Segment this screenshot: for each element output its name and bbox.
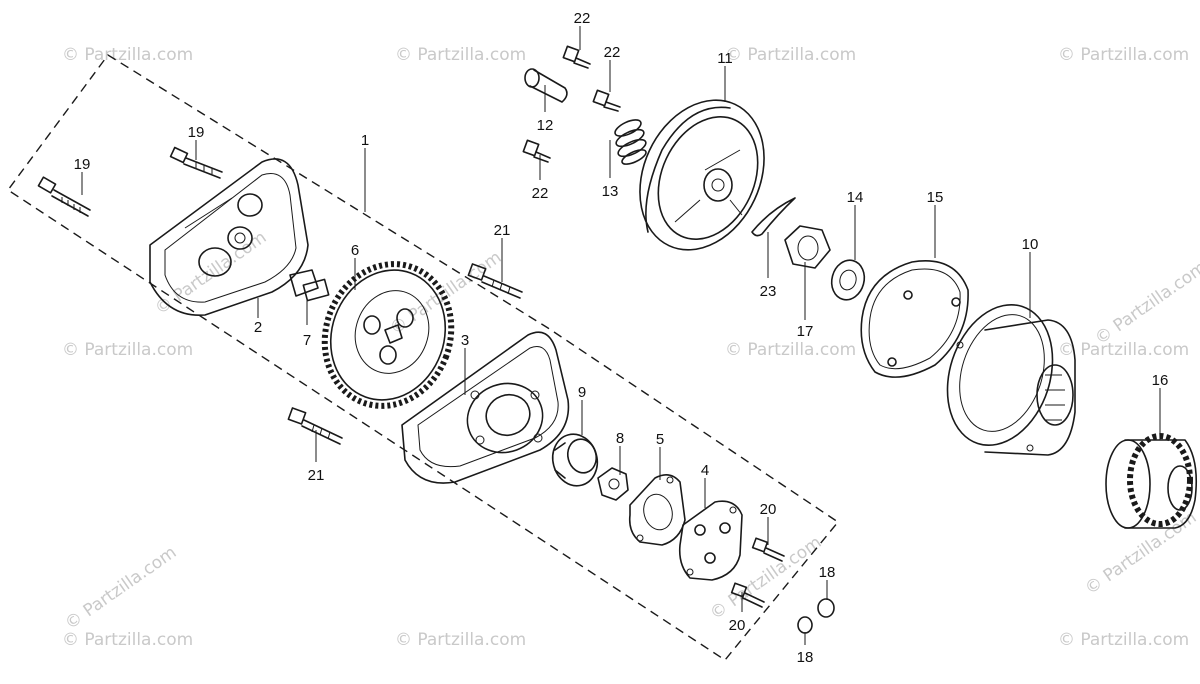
leader-lines: [81, 26, 1161, 645]
watermark-text: © Partzilla.com: [1091, 257, 1200, 349]
watermark-text: © Partzilla.com: [62, 45, 193, 65]
callout-1: 1: [361, 132, 369, 149]
callout-2: 2: [254, 319, 262, 336]
callout-18-upper: 18: [819, 564, 836, 581]
callout-7: 7: [303, 332, 311, 349]
part-bolt-19-upper: [169, 146, 223, 179]
part-screw-20-upper: [751, 537, 785, 562]
callout-20-upper: 20: [760, 501, 777, 518]
watermark-text: © Partzilla.com: [62, 340, 193, 360]
part-oring-18-lower: [797, 616, 813, 634]
part-drive-hub-10: [946, 304, 1076, 456]
callout-3: 3: [461, 332, 469, 349]
callout-22-lower: 22: [532, 185, 549, 202]
watermark-text: © Partzilla.com: [1058, 45, 1189, 65]
callout-5: 5: [656, 431, 664, 448]
part-bolt-19-left: [37, 176, 91, 217]
callout-17: 17: [797, 323, 814, 340]
part-pump-body: [401, 331, 570, 484]
part-bolt-21-lower: [287, 407, 343, 445]
callout-labels: 1 2 3 4 5 6 7 8 9 10 11 12 13 14 15 16 1…: [74, 10, 1169, 666]
callout-10: 10: [1022, 236, 1039, 253]
callout-12: 12: [537, 117, 554, 134]
part-bolt-21-upper: [467, 263, 523, 299]
part-inner-rotor: [597, 467, 629, 501]
watermark-layer: © Partzilla.com © Partzilla.com © Partzi…: [61, 45, 1200, 650]
callout-18-lower: 18: [797, 649, 814, 666]
callout-13: 13: [602, 183, 619, 200]
watermark-text: © Partzilla.com: [1058, 630, 1189, 650]
part-bolt-22-mid: [592, 89, 621, 112]
watermark-text: © Partzilla.com: [395, 630, 526, 650]
callout-22-top: 22: [574, 10, 591, 27]
callout-8: 8: [616, 430, 624, 447]
part-gasket-15: [860, 260, 969, 378]
callout-11: 11: [717, 50, 733, 67]
callout-15: 15: [927, 189, 944, 206]
part-drive-gear: [321, 261, 455, 409]
part-spring-13: [614, 119, 647, 165]
part-clutch-outer: [639, 99, 765, 251]
part-collar-7: [289, 269, 330, 302]
watermark-text: © Partzilla.com: [1058, 340, 1189, 360]
part-pin-12: [524, 68, 568, 103]
callout-20-lower: 20: [729, 617, 746, 634]
callout-19-left: 19: [74, 156, 91, 173]
callout-23: 23: [760, 283, 777, 300]
watermark-text: © Partzilla.com: [61, 542, 180, 634]
part-oring-18-upper: [817, 598, 835, 618]
watermark-text: © Partzilla.com: [725, 340, 856, 360]
part-outer-rotor: [551, 433, 599, 487]
callout-9: 9: [578, 384, 586, 401]
callout-21-lower: 21: [308, 467, 325, 484]
part-bolt-22-top: [562, 45, 591, 69]
callout-14: 14: [847, 189, 864, 206]
callout-6: 6: [351, 242, 359, 259]
part-screw-20-lower: [730, 582, 765, 608]
part-bolt-22-lower: [522, 139, 551, 163]
part-nut-17: [784, 225, 831, 269]
watermark-text: © Partzilla.com: [62, 630, 193, 650]
watermark-text: © Partzilla.com: [395, 45, 526, 65]
part-clip-23: [751, 197, 796, 237]
callout-21-upper: 21: [494, 222, 511, 239]
callout-19-upper: 19: [188, 124, 205, 141]
part-cover-plate-4: [678, 500, 743, 581]
callout-16: 16: [1152, 372, 1169, 389]
callout-4: 4: [701, 462, 709, 479]
watermark-text: © Partzilla.com: [725, 45, 856, 65]
callout-22-mid: 22: [604, 44, 621, 61]
part-gasket-5: [628, 474, 686, 546]
part-washer-14: [830, 259, 866, 301]
